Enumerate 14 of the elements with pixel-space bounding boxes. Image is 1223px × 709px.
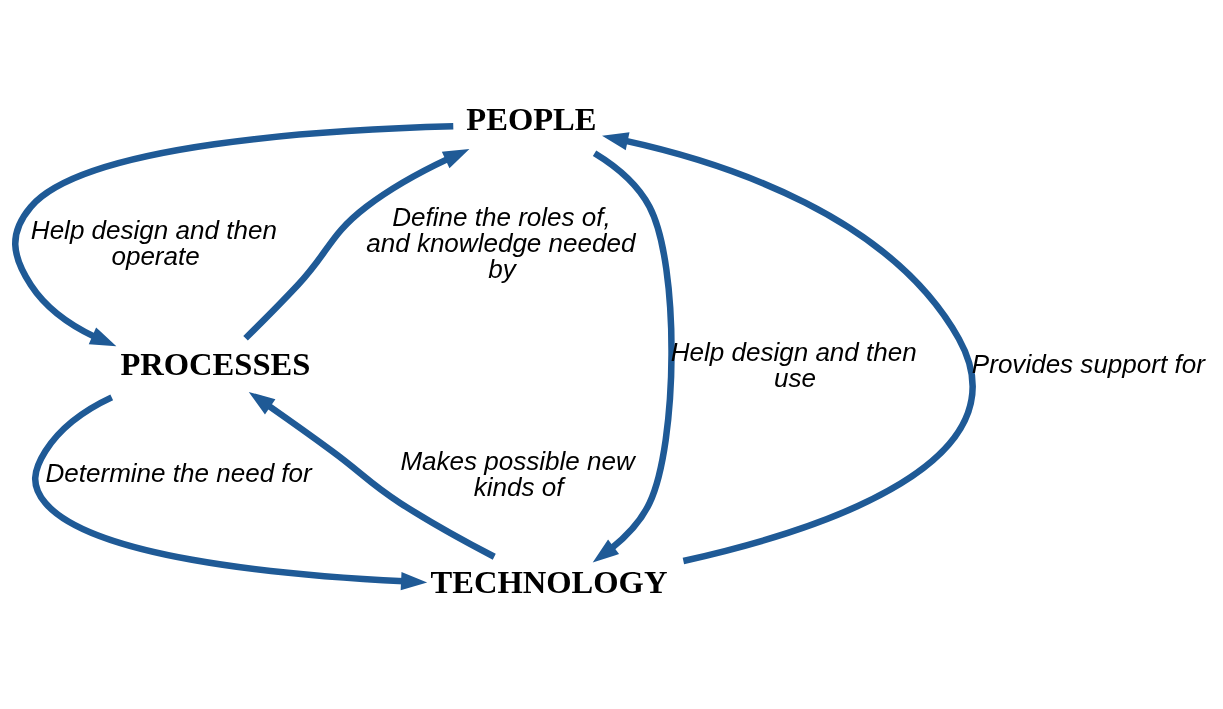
arrow: [32, 394, 428, 590]
edge-label: Makes possible new kinds of: [400, 445, 635, 502]
arrow: [12, 122, 454, 346]
node-text: TECHNOLOGY: [430, 563, 668, 600]
arrow: [243, 148, 470, 341]
arrow: [248, 391, 496, 560]
edge-label: Define the roles of, and knowledge needed by: [366, 201, 636, 284]
edge-label: Help design and then operate: [30, 214, 277, 271]
node-text: PROCESSES: [120, 345, 311, 382]
node-text: PEOPLE: [466, 100, 597, 137]
arrow: [602, 131, 976, 564]
edge-label: Determine the need for: [45, 457, 312, 488]
arrow: [592, 150, 675, 562]
edge-label: Provides support for: [971, 348, 1205, 379]
